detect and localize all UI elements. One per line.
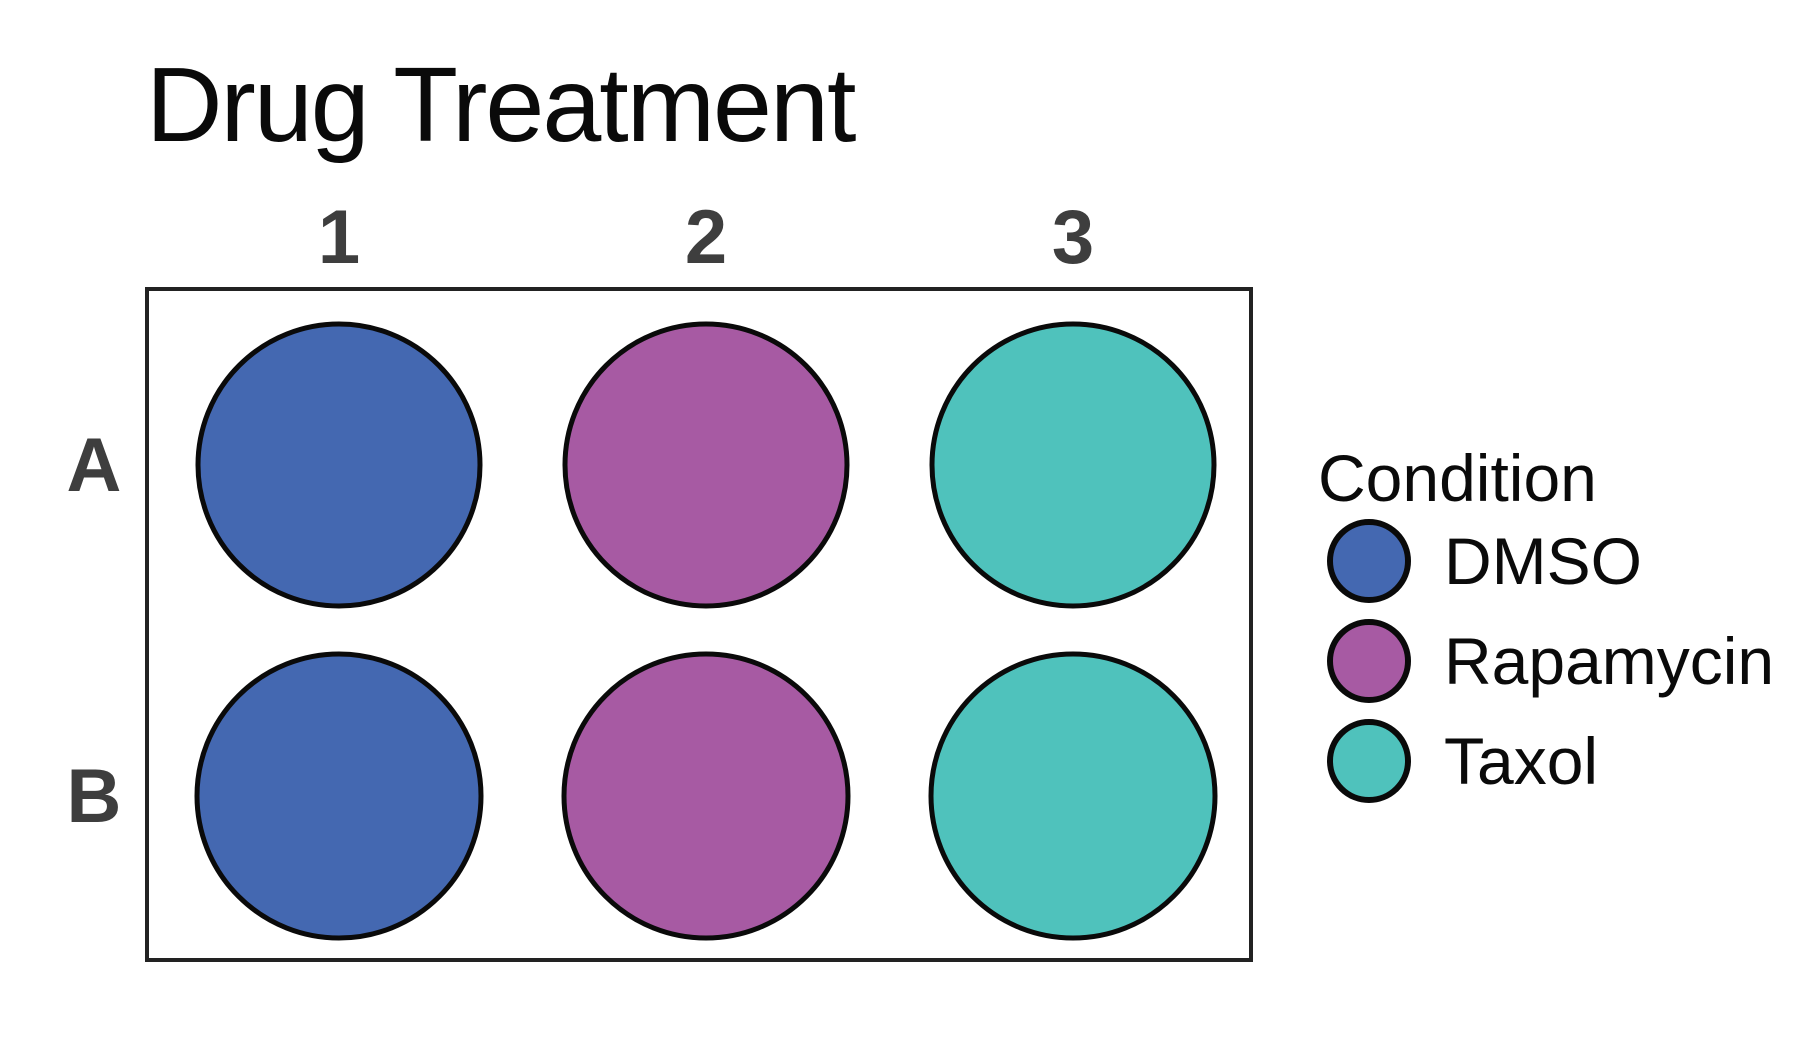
column-label-1: 1 [317, 195, 361, 280]
column-label-3: 3 [1051, 195, 1095, 280]
legend-swatch-dmso-icon [1327, 519, 1411, 603]
row-label-b: B [66, 754, 122, 839]
well-a3 [929, 321, 1217, 609]
well-a1 [195, 321, 483, 609]
well-b1 [194, 651, 484, 941]
legend-label-dmso: DMSO [1444, 524, 1642, 598]
legend-swatch-taxol-icon [1327, 719, 1411, 803]
row-label-a: A [66, 423, 122, 508]
well-b2 [561, 651, 851, 941]
legend-title: Condition [1318, 441, 1597, 515]
page-title: Drug Treatment [146, 46, 856, 164]
well-a2 [562, 321, 850, 609]
well-b3 [928, 651, 1218, 941]
legend-label-taxol: Taxol [1444, 724, 1599, 798]
column-label-2: 2 [684, 195, 728, 280]
legend-label-rapamycin: Rapamycin [1444, 624, 1775, 698]
legend-swatch-rapamycin-icon [1327, 619, 1411, 703]
